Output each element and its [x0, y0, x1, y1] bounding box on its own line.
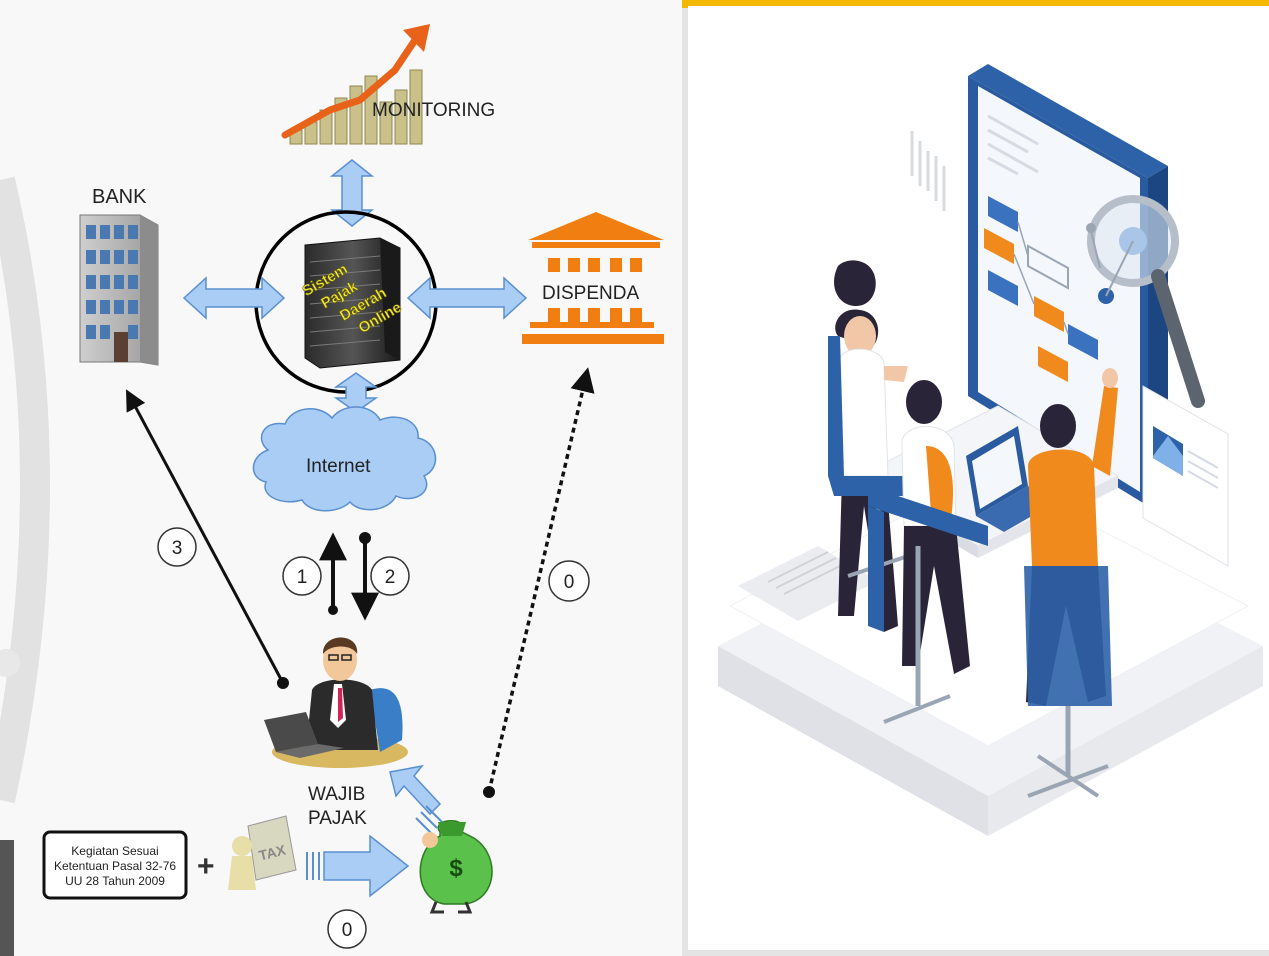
magnifier-icon: [1086, 195, 1205, 408]
activity-line3: UU 28 Tahun 2009: [65, 874, 165, 888]
bank-label: BANK: [92, 186, 147, 208]
step-3-badge: [157, 527, 197, 567]
server-rack-icon: [304, 237, 401, 369]
diagram-panel: MONITORING BANK: [0, 0, 682, 956]
accent-top-bar: [250, 0, 1269, 8]
step-0-right-badge: [548, 560, 590, 602]
step-3-number: 3: [172, 538, 183, 559]
chair-left-icon: [828, 336, 924, 578]
money-taxpayer-arrow-stripes: [415, 805, 443, 835]
internet-label: Internet: [306, 456, 371, 477]
laptop-icon: [966, 426, 1056, 532]
image-card-icon: [1142, 385, 1229, 567]
background-corner-block: [0, 840, 14, 956]
step-2-badge: [370, 556, 410, 596]
taxpayer-at-laptop-icon: [264, 637, 408, 768]
taxpayer-label-line2: PAJAK: [308, 808, 367, 829]
step-0-dashed-arrow-tail: [483, 786, 495, 798]
step-1-arrow-tail: [328, 605, 338, 615]
internet-cloud: [252, 406, 437, 512]
server-dispenda-arrow: [406, 276, 528, 320]
plus-sign: +: [197, 850, 215, 883]
chair-middle-icon: [868, 486, 988, 724]
chair-right-icon: [1024, 566, 1112, 798]
step-1-badge: [282, 556, 322, 596]
dispenda-label: DISPENDA: [542, 283, 639, 304]
dispenda-building-icon: [522, 212, 664, 344]
tax-block-text: TAX: [257, 841, 288, 863]
meeting-illustration: [718, 64, 1263, 836]
tax-block-figure-icon: TAX: [228, 815, 297, 890]
monitoring-label: MONITORING: [372, 100, 495, 121]
step-1-number: 1: [297, 567, 308, 588]
monitoring-server-arrow: [329, 159, 375, 227]
step-3-arrow-tail: [277, 677, 289, 689]
step-0-bottom-number: 0: [342, 920, 353, 941]
bank-building-icon: [79, 214, 159, 366]
tax-money-arrow-stripes: [306, 852, 320, 880]
background-arc: [0, 176, 50, 804]
background-dot: [0, 649, 20, 677]
step-2-arrow-tail: [359, 532, 371, 544]
monitoring-growth-icon: [281, 24, 430, 145]
activity-box: [42, 830, 188, 900]
activity-line1: Kegiatan Sesuai: [71, 844, 158, 858]
money-bag-symbol: $: [449, 855, 463, 882]
meeting-illustration-panel: [688, 6, 1269, 950]
background-bars-icon: [910, 131, 946, 211]
tax-money-arrow: [323, 834, 410, 898]
money-taxpayer-arrow: [389, 764, 442, 816]
step-3-arrow: [126, 389, 285, 684]
money-bag-icon: [419, 820, 493, 914]
taxpayer-label-line1: WAJIB: [308, 784, 365, 805]
step-0-right-number: 0: [564, 572, 575, 593]
bank-server-arrow: [182, 276, 286, 320]
diagram-canvas: MONITORING BANK: [0, 24, 664, 956]
activity-line2: Ketentuan Pasal 32-76: [54, 859, 176, 873]
step-2-number: 2: [385, 567, 396, 588]
step-0-bottom-badge: [327, 909, 367, 949]
